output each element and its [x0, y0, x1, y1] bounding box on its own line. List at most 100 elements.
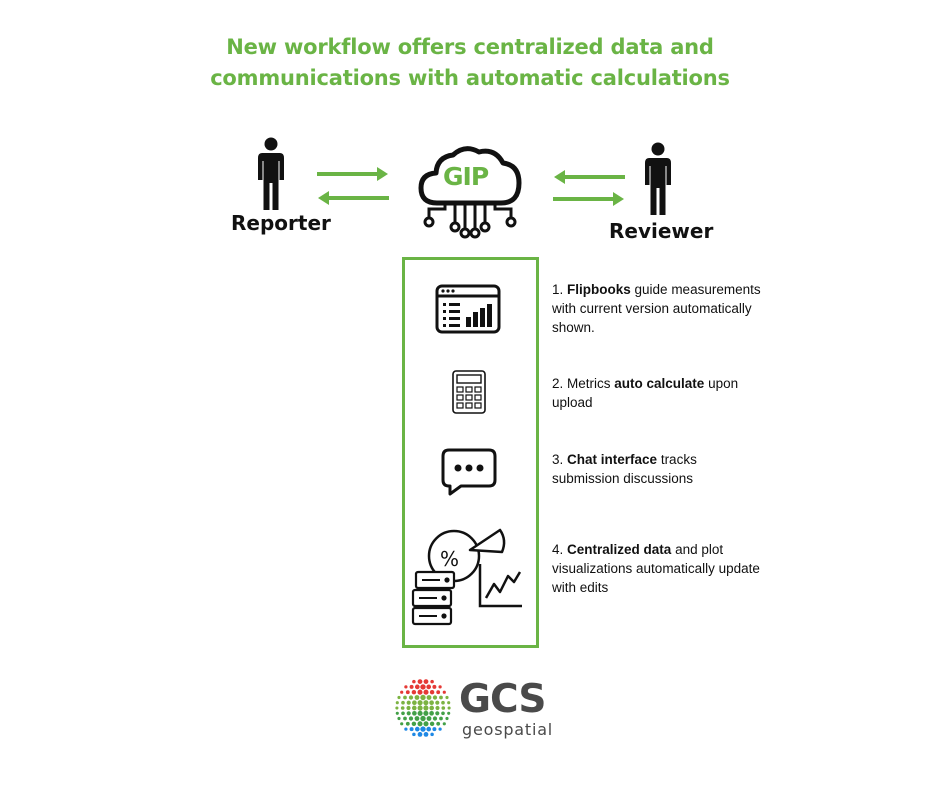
logo-dot: [417, 732, 423, 737]
logo-dot: [395, 711, 399, 715]
logo-dot: [408, 716, 414, 721]
logo-dot: [404, 727, 408, 731]
logo-dot: [426, 726, 432, 732]
cloud-label: GIP: [443, 162, 489, 191]
logo-dot: [423, 732, 429, 737]
logo-dot: [432, 727, 437, 732]
logo-dot: [417, 721, 423, 727]
logo-dot: [400, 722, 404, 726]
logo-dot: [412, 710, 417, 716]
logo-dot: [417, 700, 423, 706]
chat-bubble-icon: [441, 448, 497, 496]
dashboard-icon: [435, 284, 501, 334]
logo-dot: [411, 721, 417, 727]
logo-dot: [417, 689, 423, 695]
logo-dot: [423, 710, 429, 716]
step-2-pre: Metrics: [567, 376, 615, 391]
reporter-label: Reporter: [231, 211, 331, 235]
logo-dot: [438, 727, 442, 731]
logo-dot: [406, 705, 411, 711]
logo-dot: [423, 700, 429, 706]
step-2: 2. Metrics auto calculate upon upload: [552, 374, 767, 412]
logo-dot: [429, 721, 435, 727]
globe-logo-icon: [395, 679, 451, 737]
logo-dot: [429, 689, 435, 695]
logo-dot: [423, 689, 429, 695]
logo-dot: [411, 705, 417, 711]
logo-dot: [447, 706, 451, 710]
logo-dot: [395, 706, 399, 710]
logo-dot: [436, 690, 441, 695]
logo-dot: [423, 705, 429, 711]
exchange-arrows-icon: [553, 170, 625, 206]
logo-dot: [397, 716, 401, 721]
step-4: 4. Centralized data and plot visualizati…: [552, 540, 767, 597]
step-3-text: tracks submission discussions: [552, 452, 697, 486]
logo-dot: [436, 721, 441, 726]
logo-dot: [408, 695, 414, 700]
logo-dot: [426, 695, 432, 700]
logo-dot: [423, 679, 429, 684]
logo-dot: [400, 690, 404, 694]
logo-dot: [445, 695, 449, 700]
logo-dot: [406, 711, 411, 716]
logo-subtitle: geospatial: [462, 720, 554, 739]
logo-dot: [441, 711, 445, 716]
logo-dot: [447, 711, 451, 715]
step-1-num: 1.: [552, 282, 564, 297]
step-2-num: 2.: [552, 376, 564, 391]
cloud-network-icon: [418, 146, 522, 239]
logo-dot: [414, 726, 420, 732]
logo-dot: [423, 721, 429, 727]
logo-dot: [401, 700, 405, 705]
svg-text:%: %: [440, 547, 459, 571]
logo-dot: [432, 684, 437, 689]
logo-dot: [403, 695, 407, 700]
step-4-bold: Centralized data: [567, 542, 672, 557]
step-1: 1. Flipbooks guide measurements with cur…: [552, 280, 767, 337]
logo-dot: [438, 685, 442, 689]
logo-dot: [417, 710, 423, 716]
logo-dot: [400, 706, 405, 710]
logo-dot: [406, 700, 411, 705]
person-icon: [258, 137, 284, 210]
logo-dot: [411, 689, 417, 695]
logo-dot: [430, 732, 434, 737]
logo-dot: [426, 684, 432, 690]
logo-dot: [420, 726, 426, 732]
logo-dot: [412, 679, 416, 684]
logo-name: GCS: [459, 677, 546, 722]
exchange-arrows-icon: [317, 167, 389, 205]
logo-dot: [426, 716, 432, 721]
title-line-1: New workflow offers centralized data and: [226, 35, 714, 59]
step-2-bold: auto calculate: [614, 376, 705, 391]
step-4-num: 4.: [552, 542, 564, 557]
step-4-text: and plot visualizations automatically up…: [552, 542, 760, 595]
logo-dot: [432, 716, 438, 721]
logo-dot: [420, 684, 426, 690]
logo-dot: [409, 727, 414, 732]
logo-dot: [397, 695, 401, 700]
logo-dot: [417, 679, 423, 684]
logo-dot: [432, 695, 438, 700]
step-1-bold: Flipbooks: [567, 282, 631, 297]
logo-dot: [442, 722, 446, 726]
logo-dot: [404, 685, 408, 689]
logo-dot: [439, 695, 443, 700]
logo-dot: [435, 700, 440, 705]
step-3-bold: Chat interface: [567, 452, 658, 467]
logo-dot: [441, 700, 445, 705]
logo-dot: [445, 716, 449, 721]
logo-dot: [412, 700, 417, 706]
reviewer-label: Reviewer: [609, 219, 714, 243]
logo-dot: [420, 715, 426, 722]
logo-dot: [414, 695, 420, 700]
step-3: 3. Chat interface tracks submission disc…: [552, 450, 767, 488]
logo-dot: [439, 716, 443, 721]
data-visualization-icon: %: [411, 528, 522, 626]
calculator-icon: [452, 370, 486, 414]
logo-dot: [435, 711, 440, 716]
logo-dot: [409, 684, 414, 689]
logo-dot: [441, 706, 446, 710]
person-icon: [645, 142, 671, 215]
